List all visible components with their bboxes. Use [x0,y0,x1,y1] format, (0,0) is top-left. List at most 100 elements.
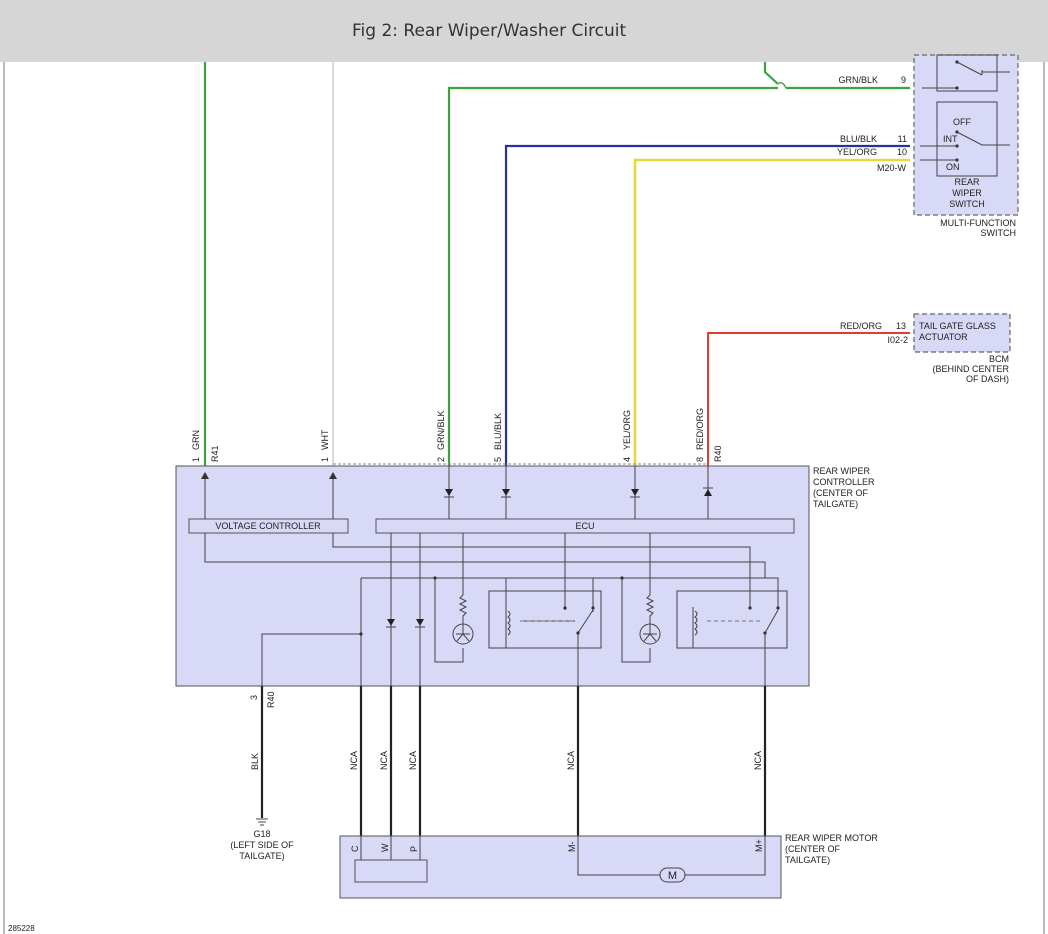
pin-label-2: 2 [436,457,446,462]
relay-2-node-a [748,606,752,610]
output-diode [704,489,712,496]
ground-path [261,633,361,686]
multifunction-name-1: MULTI-FUNCTION [940,218,1016,228]
bcm-pin-13: 13 [896,321,906,331]
mfs-pin-9: 9 [901,75,906,85]
ground-id: G18 [253,829,270,839]
relay-2-node-b [776,606,780,610]
terminal-c: C [350,845,360,852]
bcm-box [913,313,1011,353]
bcm-name-3: OF DASH) [966,374,1009,384]
title-bar: Fig 2: Rear Wiper/Washer Circuit [0,0,1048,62]
relay-1-node-c [576,631,580,635]
junction-dot-2 [433,576,437,580]
motor-name-2: (CENTER OF [785,844,841,854]
switch-pos-int: INT [943,134,958,144]
controller-name-3: (CENTER OF [813,488,869,498]
relay-2-contact [764,609,779,686]
ground-location-1: (LEFT SIDE OF [230,840,294,850]
junction-dot [359,632,363,636]
bcm-wire-label: RED/ORG [840,321,882,331]
mfs-connector-m20w: M20-W [877,163,907,173]
ground-location-2: TAILGATE) [239,851,284,861]
pin-label-4: 4 [622,457,632,462]
motor-icon [659,867,686,883]
wire-label-nca-mplus: NCA [753,751,763,770]
wire-label-redorg: RED/ORG [695,408,705,450]
wire-blu-blk [504,144,910,466]
wire-label-nca-mminus: NCA [566,751,576,770]
voltage-controller-block [188,518,349,534]
mfs-blublk-label: BLU/BLK [840,134,877,144]
motor-position-switch [354,859,428,883]
wire-label-grn: GRN [191,430,201,450]
wire-label-blublk: BLU/BLK [493,413,503,450]
motor-name-1: REAR WIPER MOTOR [785,833,878,843]
upper-switch-contact [922,61,1010,89]
wire-red-org [707,332,910,466]
rear-wiper-switch-contact [920,131,1010,161]
figure-id: 285228 [8,924,35,933]
wire-grn-upper [763,62,779,85]
upper-switch-node-2 [955,86,959,90]
internal-bus [360,577,779,686]
figure-title: Fig 2: Rear Wiper/Washer Circuit [352,21,627,41]
wires-nca [359,686,767,836]
switch-name-2: WIPER [952,188,982,198]
wire-label-wht: WHT [320,429,330,450]
motor-symbol: M [668,870,677,882]
terminal-p: P [409,846,419,852]
relay-2-node-c [763,631,767,635]
ecu-output-lines [390,533,651,686]
bottom-conn-r40: R40 [266,691,276,708]
terminal-w: W [380,843,390,852]
upper-switch-frame [936,54,998,92]
motor-internal-wiring [360,836,766,876]
switch-name-1: REAR [954,177,980,187]
wire-label-yelorg: YEL/ORG [622,410,632,450]
bcm-connector: I02-2 [887,335,908,345]
conn-label-r41: R41 [210,445,220,462]
ground-icon [256,818,268,826]
bcm-text-2: ACTUATOR [919,332,968,342]
transistor-symbols [456,624,657,642]
relay-2-coil [692,607,698,648]
wire-label-nca-w: NCA [379,751,389,770]
multifunction-switch-box [913,54,1019,216]
wire-grn-blk [447,86,910,466]
rear-wiper-controller [175,465,810,687]
wire-label-nca-p: NCA [408,751,418,770]
wire-label-nca-c: NCA [349,751,359,770]
terminal-m-minus: M- [567,842,577,853]
multifunction-name-2: SWITCH [981,228,1017,238]
bcm-text-1: TAIL GATE GLASS [919,321,996,331]
ecu-label: ECU [575,521,594,531]
pin-label-8: 8 [695,457,705,462]
junction-dot-3 [620,576,624,580]
switch-name-3: SWITCH [949,199,985,209]
bcm-name-2: (BEHIND CENTER [932,364,1009,374]
controller-name-2: CONTROLLER [813,477,875,487]
switch-pos-on: ON [946,162,960,172]
ecu-block [375,518,795,534]
controller-top-labels: 1 GRN R41 1 WHT 2 GRN/BLK 5 BLU/BLK 4 YE… [191,408,723,462]
bcm-name-1: BCM [989,354,1009,364]
terminal-m-plus: M+ [754,839,764,852]
voltage-controller-label: VOLTAGE CONTROLLER [215,521,321,531]
internal-diodes [387,619,424,626]
pin-label-1a: 1 [191,457,201,462]
pin-label-5: 5 [493,457,503,462]
relay-1-box [488,590,602,649]
vc-output-lines [204,533,766,607]
switch-pos-off: OFF [953,117,971,127]
conn-label-r40-top: R40 [713,445,723,462]
mfs-yelorg-label: YEL/ORG [837,147,877,157]
wire-label-grnblk: GRN/BLK [436,410,446,450]
mfs-pin-11: 11 [898,134,907,144]
diode-bars [444,487,713,498]
relay-1-node-a [563,606,567,610]
controller-name-1: REAR WIPER [813,466,871,476]
rear-wiper-switch-frame [936,101,998,177]
controller-name-4: TAILGATE) [813,499,858,509]
